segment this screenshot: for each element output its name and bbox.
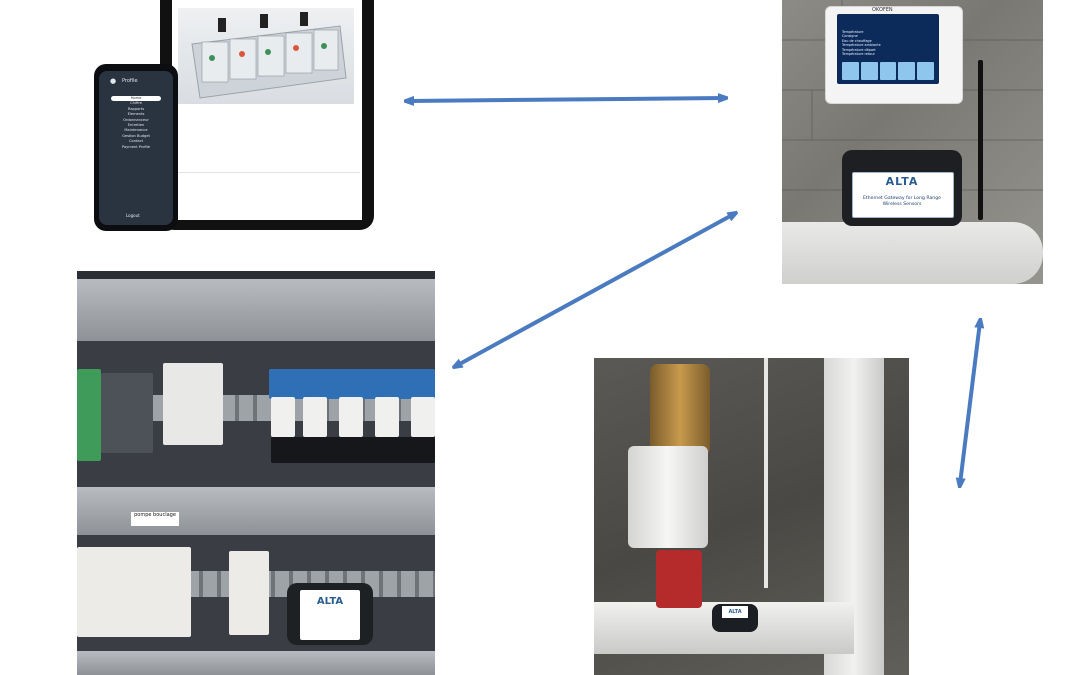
user-icon: ● bbox=[110, 77, 117, 85]
white-pipe bbox=[782, 222, 1043, 284]
phone-title: Profile bbox=[122, 78, 138, 84]
insulated-section bbox=[628, 446, 708, 548]
red-valve bbox=[656, 550, 702, 608]
controller-reading: Température bbox=[842, 30, 864, 34]
phone-menu-item[interactable]: Entretien bbox=[127, 122, 145, 127]
controller-reading: Eau de chauffage bbox=[842, 38, 872, 43]
phone-menu-item[interactable]: Chiffre bbox=[130, 101, 142, 106]
wire bbox=[764, 358, 768, 588]
gateway-text: Ethernet Gateway for Long Range Wireless… bbox=[863, 196, 941, 207]
cabinet-sensor-logo: ALTA bbox=[316, 596, 344, 607]
phone-menu-item[interactable]: Ordonnanceur bbox=[123, 117, 149, 122]
phone-menu-item[interactable]: Contact bbox=[129, 139, 143, 144]
controller-brand: OKOFEN bbox=[872, 7, 893, 13]
controller-reading: Consigne bbox=[842, 34, 858, 39]
building-3d-image bbox=[178, 8, 354, 104]
arrow-gateway-to-pipe bbox=[960, 322, 980, 484]
arrow-gateway-to-cabinet bbox=[456, 214, 734, 366]
arrow-app-to-controller bbox=[408, 98, 724, 101]
phone-menu-item[interactable]: Rapports bbox=[127, 106, 145, 111]
pipe-sensor-logo: ALTA bbox=[722, 606, 748, 618]
brass-filter bbox=[650, 364, 710, 456]
building-3d-illustration bbox=[191, 12, 347, 99]
controller-reading: Température retour bbox=[842, 51, 875, 56]
gateway-label bbox=[852, 172, 954, 218]
controller-reading: Température ambiante bbox=[842, 43, 881, 48]
cabinet-sensor-label bbox=[300, 590, 360, 640]
phone-menu-item[interactable]: Maintenance bbox=[124, 128, 148, 133]
cabinet-sign: pompe bouclage bbox=[131, 512, 179, 526]
tablet-divider bbox=[176, 172, 360, 173]
phone-menu-item[interactable]: Elements bbox=[127, 112, 145, 117]
phone-menu-item[interactable]: Gestion Budget bbox=[122, 133, 150, 138]
gateway-logo: ALTA bbox=[885, 175, 919, 188]
controller-tiles bbox=[842, 62, 934, 80]
electrical-cabinet-photo bbox=[77, 271, 435, 675]
logout-link[interactable]: Logout bbox=[126, 213, 140, 218]
phone-menu-item[interactable]: Payment Profile bbox=[121, 144, 151, 149]
antenna bbox=[978, 60, 983, 220]
controller-reading: Température départ bbox=[842, 47, 876, 52]
phone-menu-item[interactable]: Home bbox=[111, 96, 161, 102]
